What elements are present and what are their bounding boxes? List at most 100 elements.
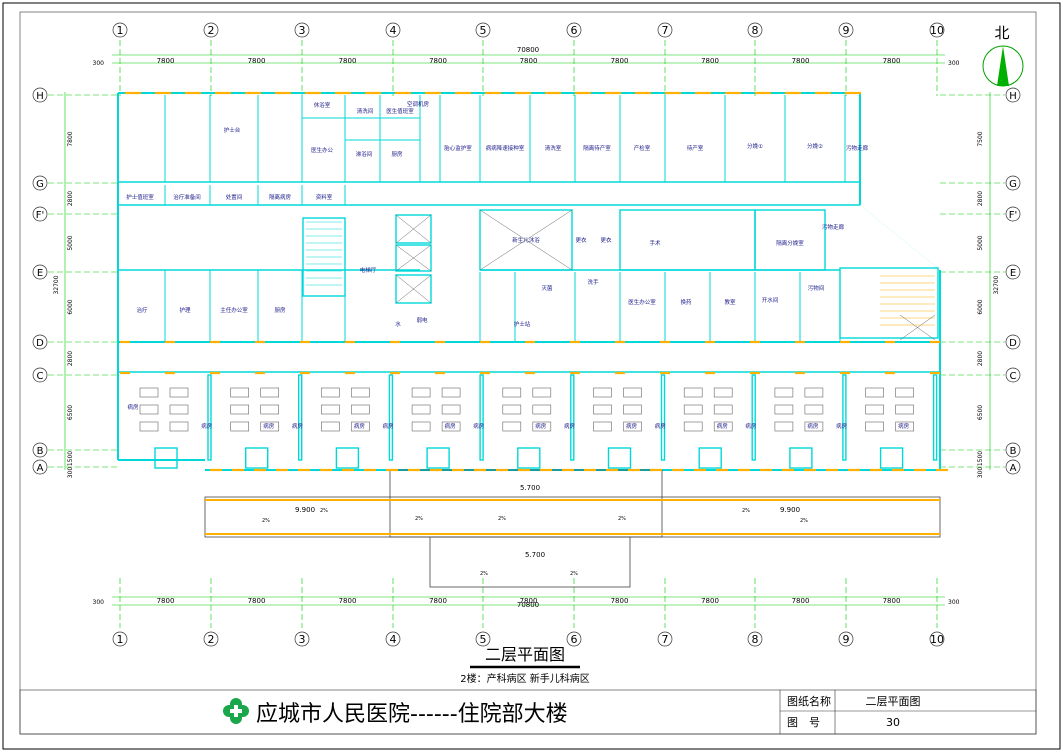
axis-bubble: [566, 22, 582, 38]
drawing-number-value: 30: [886, 716, 900, 729]
room-label: 换药: [680, 298, 692, 306]
bed: [713, 387, 733, 398]
room-label: 病房: [564, 422, 576, 430]
room-label: 病房: [383, 422, 395, 430]
axis-bubble: [112, 22, 128, 38]
axis-bubble: [1005, 264, 1021, 280]
drawing-number-label: 图 号: [787, 716, 820, 729]
axis-bubble: [32, 264, 48, 280]
bed: [623, 404, 642, 415]
slope-mark: 2%: [480, 571, 488, 577]
axis-label: 5: [480, 633, 487, 646]
room-label: 护士值班室: [126, 193, 154, 201]
room-outline: [426, 447, 450, 469]
bed: [169, 421, 189, 432]
bed: [351, 421, 370, 432]
dim-text: 2800: [977, 351, 984, 366]
bed: [230, 421, 249, 432]
axis-bubble: [112, 631, 128, 647]
room-label: 手术: [649, 239, 661, 247]
dim-text: 7800: [611, 597, 629, 605]
dim-text: 7800: [339, 597, 357, 605]
room-outline: [302, 217, 346, 297]
elevation-mark: 9.900: [780, 506, 800, 514]
room-outline: [298, 374, 303, 461]
room-label: 医生办公: [311, 146, 334, 154]
axis-bubble: [747, 22, 763, 38]
hospital-logo: [223, 698, 249, 724]
dim-text: 2800: [67, 351, 74, 366]
dim-text: 6500: [977, 405, 984, 420]
room-outline: [395, 214, 432, 244]
axis-label: H: [36, 91, 44, 102]
dim-text: 1500: [977, 451, 984, 466]
bed: [351, 387, 370, 398]
axis-label: 5: [480, 24, 487, 37]
bed: [865, 387, 884, 398]
plan-subtitle: 2楼：产科病区 新手儿科病区: [460, 672, 590, 685]
elevation-mark: 5.700: [525, 551, 545, 559]
axis-label: D: [36, 338, 44, 349]
bed: [411, 404, 431, 415]
room-label: 弱电: [416, 316, 428, 324]
room-label: 清洗室: [545, 144, 562, 152]
title-block: 应城市人民医院------住院部大楼 图纸名称 二层平面图 图 号 30: [19, 689, 1037, 735]
slope-mark: 2%: [570, 571, 578, 577]
room-outline: [789, 447, 813, 469]
bed: [139, 404, 159, 415]
room-label: 病房: [292, 422, 304, 430]
room-label: 更衣: [575, 236, 587, 244]
axis-bubble: [1005, 206, 1021, 222]
room-label: 电梯厅: [360, 266, 377, 274]
axis-label: 1: [117, 24, 124, 37]
bed: [804, 387, 824, 398]
bed: [139, 421, 159, 432]
axis-label: C: [37, 371, 44, 382]
room-outline: [479, 209, 573, 271]
bed: [532, 404, 552, 415]
bed: [804, 404, 824, 415]
room-label: 休浴室: [314, 101, 331, 109]
axis-label: 10: [930, 24, 944, 37]
axis-label: E: [37, 268, 43, 279]
bed: [411, 387, 431, 398]
elevation-mark: 5.700: [520, 484, 540, 492]
bed: [230, 404, 249, 415]
axis-bubble: [32, 442, 48, 458]
dim-text: 5000: [67, 235, 74, 250]
dim-text: 7800: [429, 597, 447, 605]
axis-bubble: [475, 631, 491, 647]
axis-label: B: [1010, 446, 1017, 457]
bed: [532, 387, 552, 398]
room-label: 污物走廊: [822, 223, 845, 231]
room-label: 资料室: [316, 193, 333, 201]
elevator-cross: [395, 244, 432, 272]
dim-text: 7800: [157, 597, 175, 605]
elevator-cross: [395, 214, 432, 244]
room-label: 处置间: [226, 193, 243, 201]
drawing-name-label: 图纸名称: [787, 694, 831, 708]
axis-bubble: [203, 631, 219, 647]
room-label: 病房: [807, 422, 819, 430]
axis-label: F': [36, 210, 45, 221]
dim-text: 2800: [67, 191, 74, 206]
room-label: 开水间: [762, 296, 779, 304]
axis-label: F': [1009, 210, 1018, 221]
room-label: 淋浴间: [356, 150, 373, 158]
dim-text: 7800: [701, 57, 719, 65]
room-label: 病房: [263, 422, 275, 430]
room-outline: [207, 374, 212, 461]
bed: [683, 421, 703, 432]
room-label: 病房: [655, 422, 667, 430]
bed: [532, 421, 552, 432]
axis-bubble: [657, 631, 673, 647]
dim-edge: 300: [948, 599, 960, 606]
room-label: 医生办公室: [628, 298, 656, 306]
axis-bubble: [566, 631, 582, 647]
room-label: 护士站: [514, 320, 531, 328]
grid-layer: 1122334455667788991010HGF'EDCBAHGF'EDCBA…: [32, 22, 1021, 647]
axis-bubble: [32, 175, 48, 191]
room-label: 产检室: [634, 144, 651, 152]
